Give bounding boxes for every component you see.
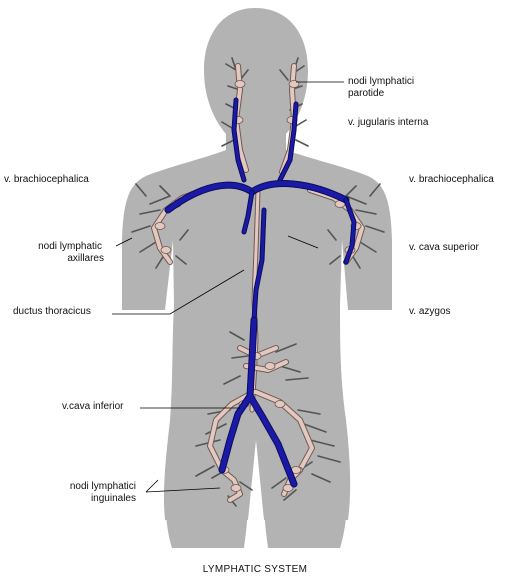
- lymph-node: [274, 400, 286, 408]
- label-parotide-line2: parotide: [348, 88, 385, 99]
- label-brachiocephalica-left: v. brachiocephalica: [4, 174, 89, 185]
- lymph-node: [288, 80, 300, 88]
- label-inguinales-line2: inguinales: [90, 493, 136, 504]
- subclavian-right-fill: [344, 198, 356, 264]
- label-axillares-line1: nodi lymphatic: [38, 241, 102, 252]
- label-azygos: v. azygos: [409, 306, 451, 317]
- vena-cava-superior-fill: [242, 190, 254, 234]
- label-jugularis: v. jugularis interna: [348, 117, 429, 128]
- label-inguinales-line1: nodi lymphatici: [69, 481, 136, 492]
- lymph-node: [230, 484, 242, 492]
- label-cava-superior: v. cava superior: [409, 242, 479, 253]
- label-axillares-line2: axillares: [67, 253, 104, 264]
- jugular-right-fill: [278, 102, 298, 182]
- left-leg: [165, 500, 248, 548]
- veins: [164, 97, 357, 488]
- leader-lines: [112, 81, 344, 493]
- diagram-title: LYMPHATIC SYSTEM: [202, 564, 308, 575]
- label-ductus-thoracicus: ductus thoracicus: [13, 306, 91, 317]
- azygos-fill: [252, 208, 266, 322]
- right-leg: [264, 500, 348, 548]
- label-parotide-line1: nodi lymphatici: [348, 76, 415, 87]
- lymph-node: [160, 246, 172, 254]
- leader-cava-sup: [287, 235, 319, 249]
- lymph-node: [154, 222, 166, 230]
- label-brachiocephalica-right: v. brachiocephalica: [409, 174, 494, 185]
- lymph-node: [234, 80, 246, 88]
- label-cava-inferior: v.cava inferior: [62, 401, 124, 412]
- leader-axillares: [115, 237, 133, 247]
- lymph-node: [264, 362, 276, 370]
- vena-cava-inferior-fill: [219, 317, 297, 487]
- leader-inguinales: [145, 479, 221, 493]
- lymph-node: [282, 484, 294, 492]
- leader-ductus: [112, 269, 245, 315]
- pelvis-lymph-fill: [208, 390, 314, 472]
- jugular-left-fill: [232, 98, 246, 182]
